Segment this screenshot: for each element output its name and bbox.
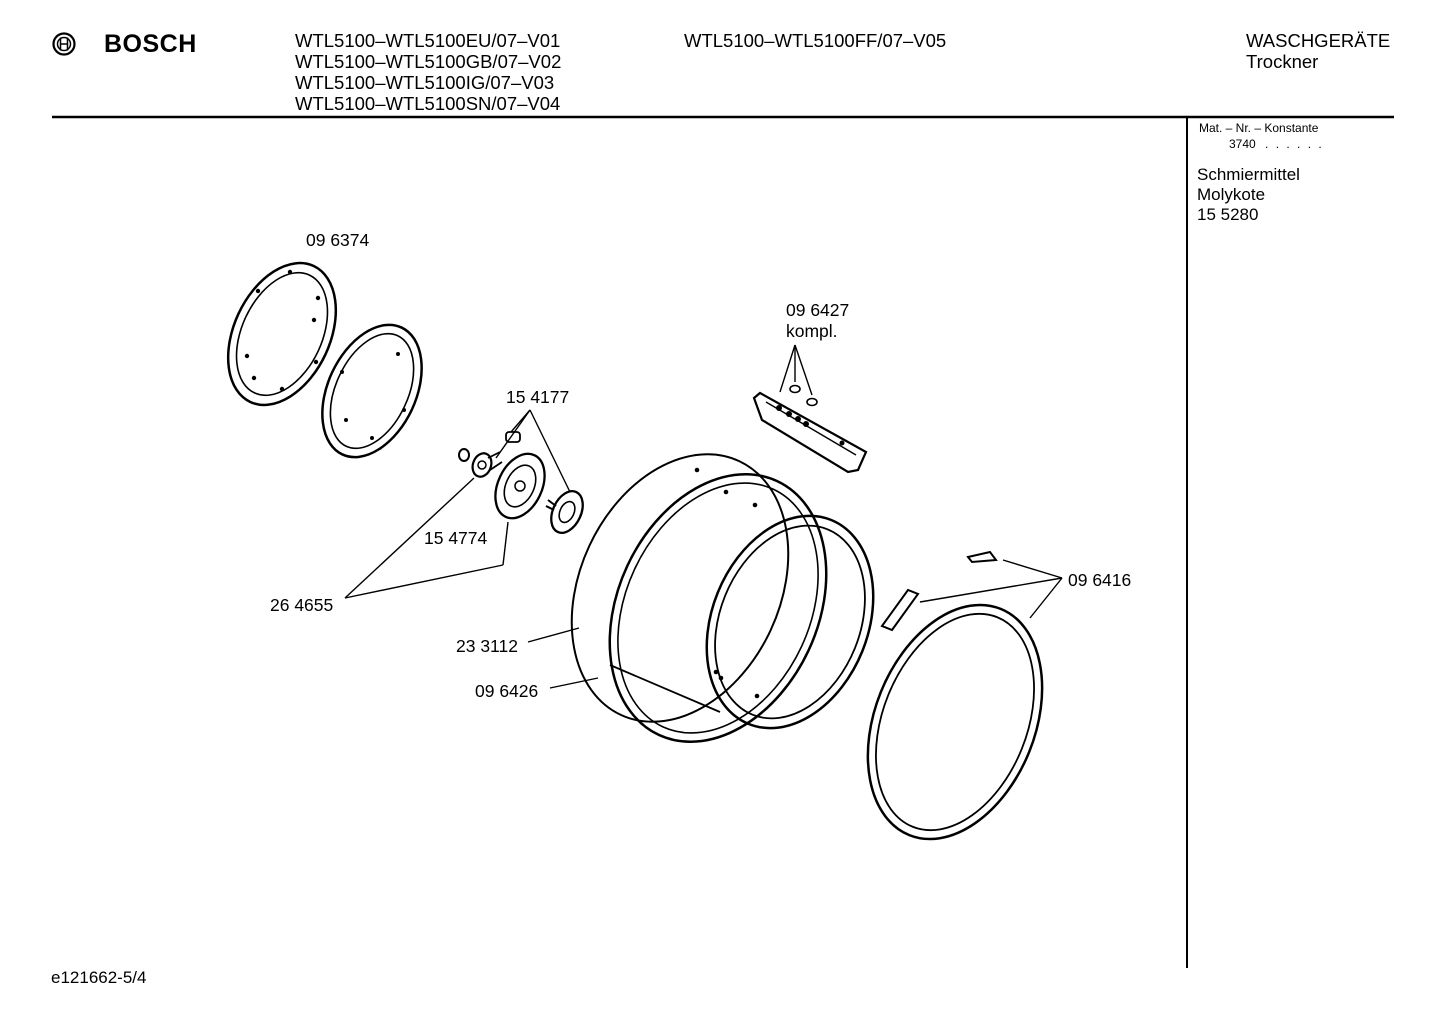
- seal-ring-part: [321, 323, 423, 459]
- part-096427-bracket: [752, 384, 868, 474]
- lubricant-line: Molykote: [1197, 185, 1266, 204]
- subcategory-title: Trockner: [1246, 51, 1319, 72]
- brand-name: BOSCH: [104, 30, 197, 58]
- category-title: WASCHGERÄTE: [1246, 30, 1391, 51]
- mat-nr-value: 3740 . . . . . .: [1229, 137, 1324, 151]
- model-line: WTL5100–WTL5100GB/07–V02: [295, 51, 562, 72]
- callout-096427: 09 6427: [786, 300, 850, 320]
- bosch-logo-icon: [52, 32, 76, 56]
- callout-264655: 26 4655: [270, 595, 334, 615]
- model-line: WTL5100–WTL5100SN/07–V04: [295, 93, 561, 114]
- callout-154177: 15 4177: [506, 387, 570, 407]
- callout-233112: 23 3112: [456, 636, 518, 656]
- model-line: WTL5100–WTL5100IG/07–V03: [295, 72, 555, 93]
- category-block: WASCHGERÄTE Trockner: [1246, 30, 1390, 72]
- model-line: WTL5100–WTL5100FF/07–V05: [684, 30, 947, 51]
- mat-nr-label: Mat. – Nr. – Konstante: [1199, 121, 1319, 135]
- leader-lines: [344, 344, 1063, 689]
- model-list-left: WTL5100–WTL5100EU/07–V01 WTL5100–WTL5100…: [295, 30, 561, 114]
- part-233112-drum: [570, 453, 875, 743]
- callout-096416: 09 6416: [1068, 570, 1132, 590]
- model-line: WTL5100–WTL5100EU/07–V01: [295, 30, 561, 51]
- bearing-assembly: [458, 431, 584, 534]
- mat-value: 3740: [1229, 137, 1256, 151]
- lubricant-line: 15 5280: [1197, 205, 1259, 224]
- diagram-code: e121662-5/4: [51, 968, 147, 987]
- callout-kompl: kompl.: [786, 321, 838, 341]
- lubricant-line: Schmiermittel: [1197, 165, 1300, 184]
- part-096374-ring: [226, 261, 338, 407]
- model-list-right: WTL5100–WTL5100FF/07–V05: [684, 30, 946, 51]
- callout-096374: 09 6374: [306, 230, 370, 250]
- callout-154774: 15 4774: [424, 528, 488, 548]
- lubricant-block: Schmiermittel Molykote 15 5280: [1197, 165, 1300, 225]
- part-096416-ring: [866, 550, 1044, 841]
- mat-dots: . . . . . .: [1265, 137, 1324, 151]
- callout-096426: 09 6426: [475, 681, 539, 701]
